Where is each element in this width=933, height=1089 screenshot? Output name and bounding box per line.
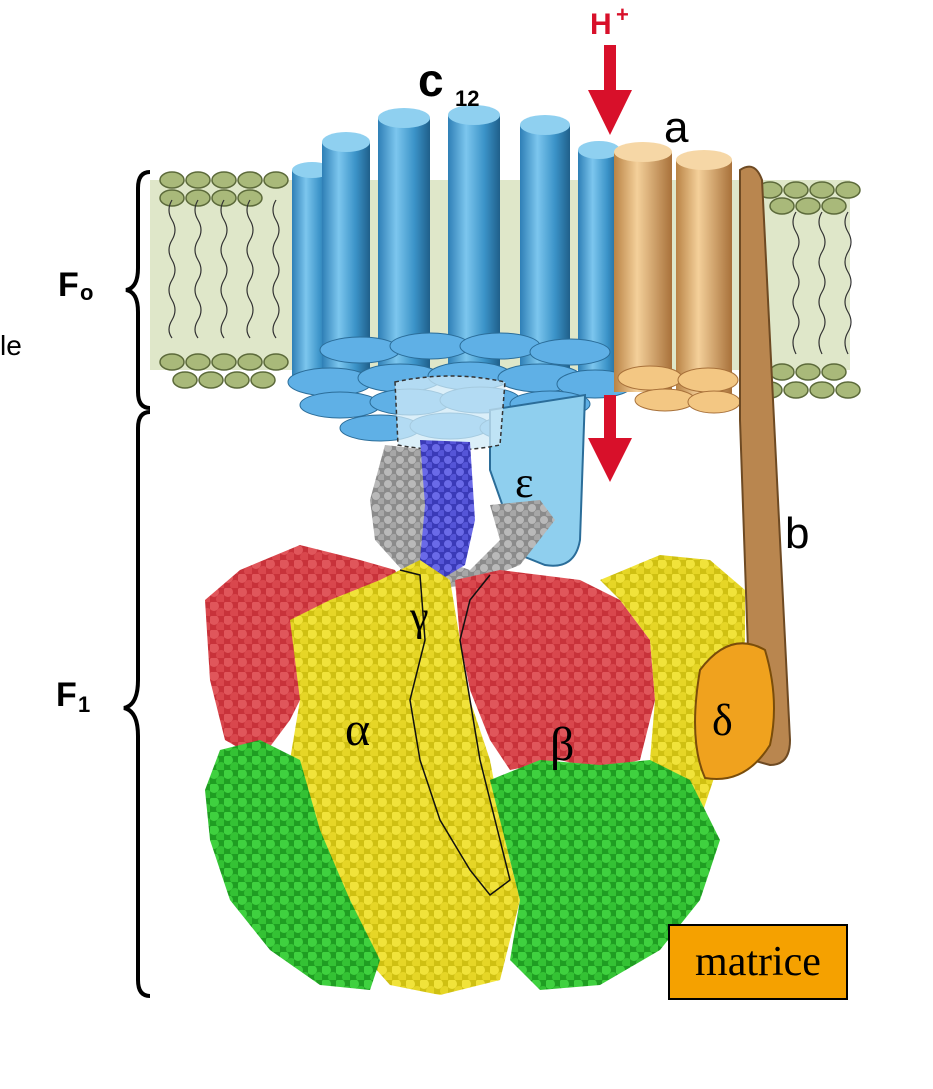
proton-arrow-out	[588, 395, 632, 482]
label-c-ring-sub: 12	[455, 86, 479, 111]
label-f1-sub: 1	[78, 692, 90, 717]
f1-brace	[123, 410, 151, 998]
alpha-region-yellow	[290, 560, 520, 995]
label-subunit-b: b	[785, 509, 809, 558]
label-fo: F	[58, 266, 79, 304]
alpha-region-yellow-right	[600, 555, 745, 870]
label-subunit-a: a	[664, 103, 689, 152]
label-epsilon: ε	[515, 458, 533, 507]
label-f1: F	[56, 676, 77, 714]
label-proton-sup: +	[616, 2, 629, 27]
fo-brace	[125, 170, 151, 410]
label-proton: H	[590, 8, 612, 41]
lipid-tails	[168, 199, 852, 355]
lipid-heads-top	[159, 171, 861, 215]
proton-arrow-in	[588, 45, 632, 135]
gamma-gray-region	[370, 445, 555, 590]
label-c-ring: c	[418, 54, 444, 106]
label-beta: β	[550, 718, 574, 771]
cut-off-text: le	[0, 330, 22, 361]
gamma-plug	[394, 375, 506, 451]
label-delta: δ	[712, 696, 733, 745]
label-gamma: γ	[409, 594, 429, 640]
beta-region-red-2	[455, 570, 655, 770]
gamma-blue-helix	[420, 440, 475, 580]
green-region-right	[490, 760, 720, 990]
green-region-left	[205, 740, 380, 990]
subunit-a	[614, 142, 741, 414]
stalk-b	[739, 165, 792, 767]
matrice-label: matrice	[695, 939, 821, 985]
label-fo-sub: o	[80, 280, 93, 305]
label-alpha: α	[345, 703, 370, 756]
gamma-outline	[399, 569, 511, 897]
matrice-label-box: matrice	[668, 924, 848, 1000]
delta-subunit	[694, 642, 775, 780]
